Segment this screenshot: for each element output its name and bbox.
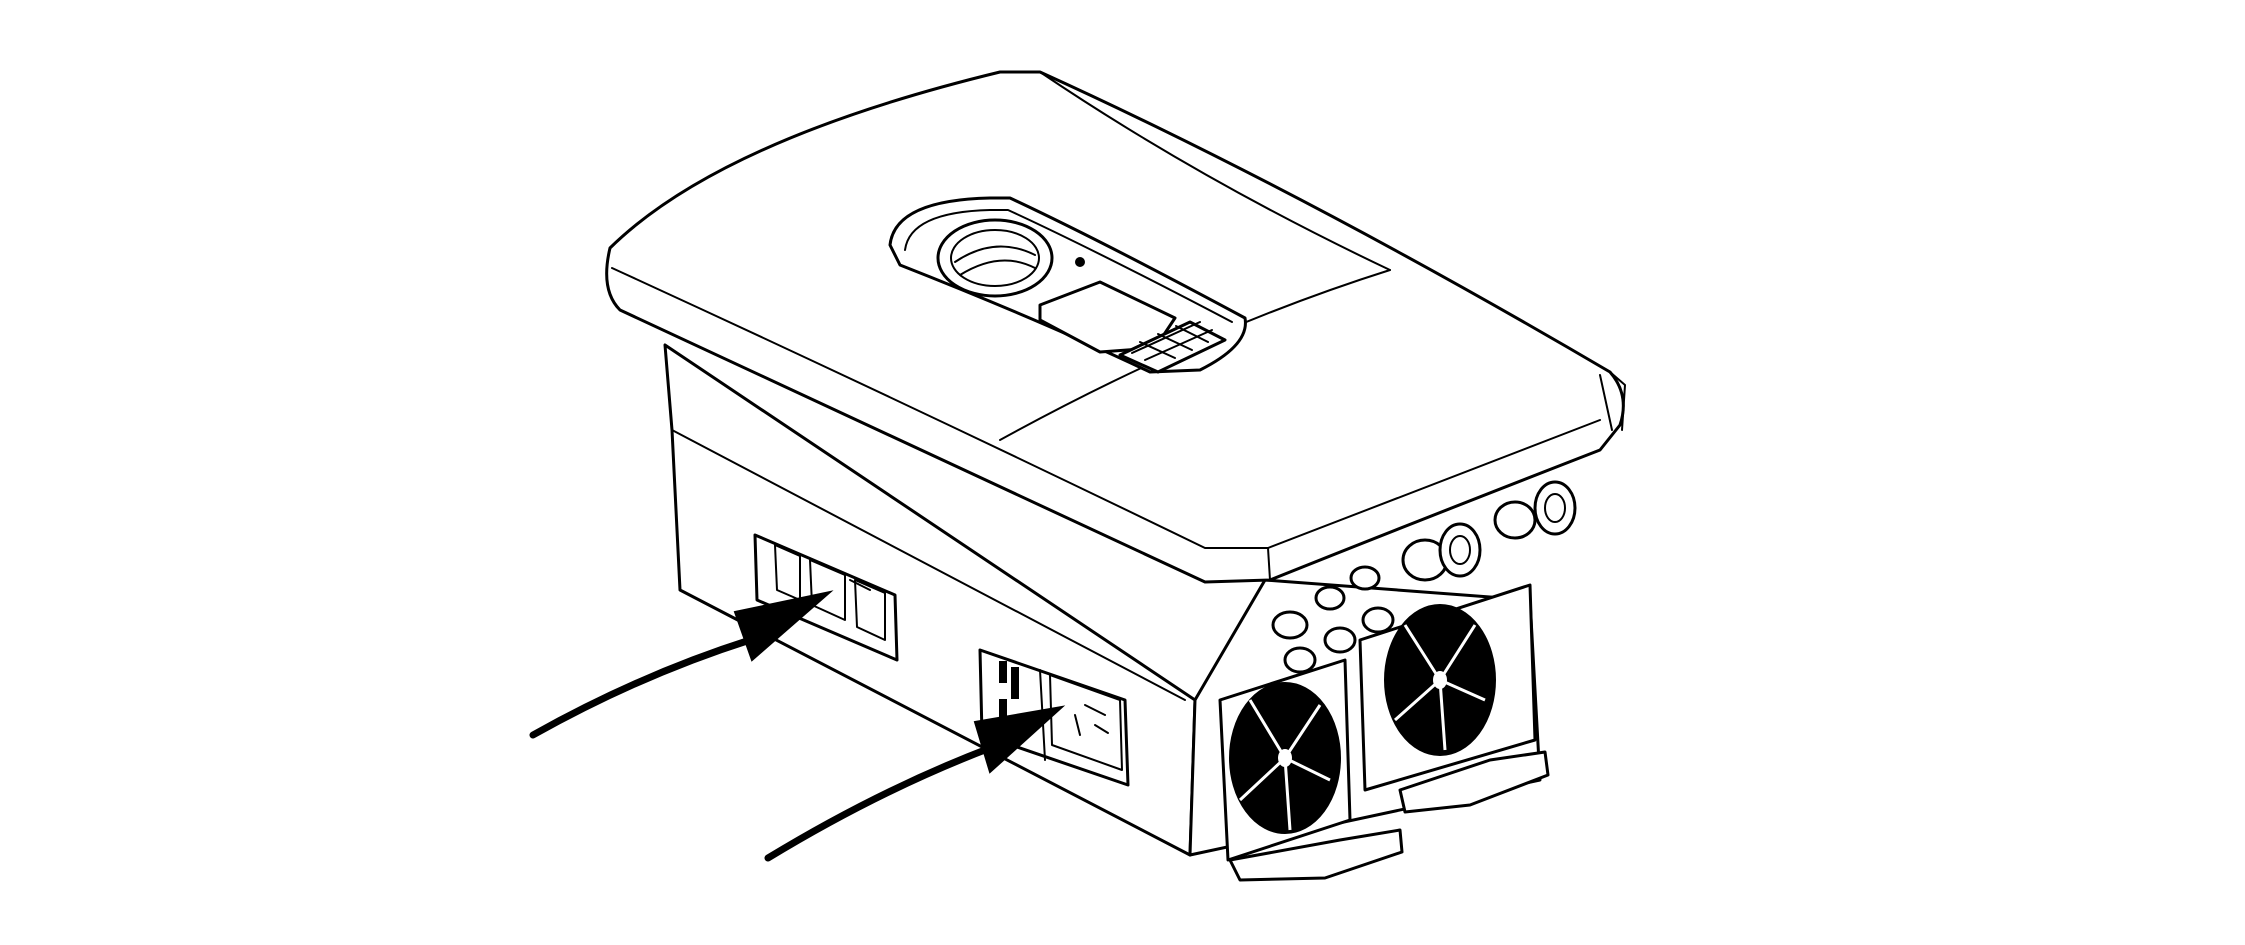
keypad-icon bbox=[1118, 320, 1227, 374]
fan-right-icon bbox=[1358, 583, 1537, 792]
callout-arrow-lower bbox=[764, 705, 1066, 862]
fan-left-icon bbox=[1218, 658, 1352, 862]
type-plate-upper bbox=[849, 579, 871, 591]
status-led-icon bbox=[1075, 257, 1085, 267]
control-panel bbox=[888, 196, 1247, 374]
rotary-switch-icon bbox=[936, 218, 1054, 298]
side-recess bbox=[753, 533, 899, 662]
cable-glands bbox=[1271, 480, 1577, 674]
mounting-feet bbox=[1228, 750, 1550, 882]
callout-arrow-upper bbox=[529, 590, 834, 739]
